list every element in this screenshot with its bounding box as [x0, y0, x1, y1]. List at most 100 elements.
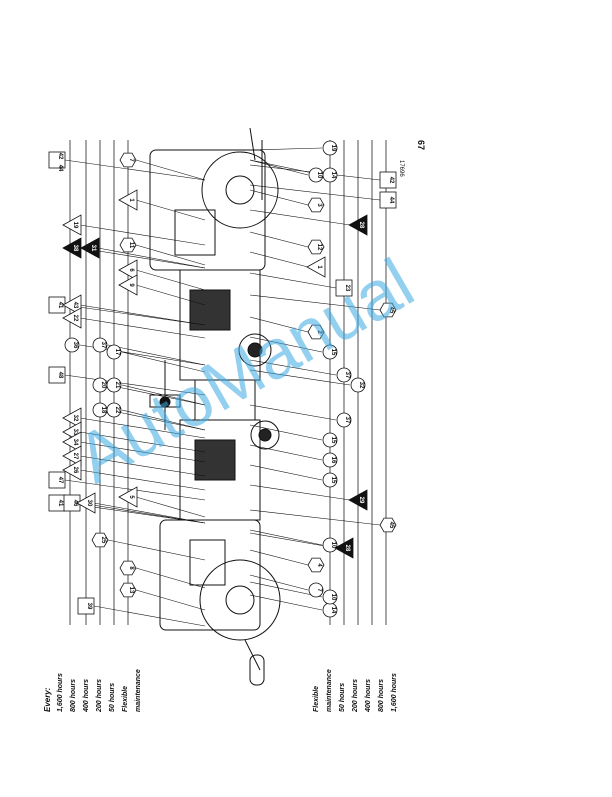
marker-label: 29 — [358, 497, 364, 504]
leader-line — [79, 304, 206, 326]
marker-label: 1 — [316, 265, 322, 269]
marker-label: 25 — [100, 537, 106, 544]
marker-circle: 10 — [322, 589, 338, 605]
marker-label: 36 — [72, 342, 78, 349]
leader-line — [249, 509, 381, 526]
marker-label: 42 — [57, 153, 63, 160]
triangle-shape — [348, 214, 368, 236]
leader-line — [249, 184, 381, 201]
right-legend-item: 400 hours — [365, 679, 372, 713]
leader-line — [64, 304, 206, 326]
triangle-shape — [118, 189, 138, 211]
triangle-shape — [80, 237, 100, 259]
left-legend-item: 800 hours — [70, 679, 77, 712]
leader-line — [107, 409, 206, 431]
marker-label: 20 — [100, 382, 106, 389]
leader-line — [79, 431, 206, 453]
marker-circle: 22 — [106, 402, 122, 418]
leader-line — [249, 336, 323, 353]
marker-label: 8 — [128, 566, 134, 570]
leader-line — [135, 567, 206, 589]
leader-line — [135, 269, 206, 291]
marker-square: 39 — [77, 597, 95, 615]
square-shape — [335, 279, 353, 297]
hexagon-shape — [307, 197, 325, 213]
marker-hexagon: 3 — [307, 197, 325, 213]
marker-label: 34 — [72, 439, 78, 446]
marker-label: 7 — [316, 588, 322, 592]
marker-label: 15 — [330, 437, 336, 444]
left-legend-item: Flexible — [122, 686, 129, 712]
marker-circle: 19 — [322, 140, 338, 156]
marker-circle: 15 — [322, 432, 338, 448]
leader-line — [249, 594, 323, 611]
right-legend-item: 200 hours — [352, 679, 359, 713]
marker-label: 23 — [344, 285, 350, 292]
marker-label: 6 — [128, 268, 134, 272]
marker-triangle: 9 — [118, 274, 138, 296]
circle-shape — [322, 167, 338, 183]
leader-line — [249, 581, 323, 598]
marker-label: 42 — [388, 177, 394, 184]
marker-label: 19 — [330, 145, 336, 152]
marker-label: 26 — [72, 467, 78, 474]
leader-line — [93, 605, 206, 627]
leader-line — [93, 502, 206, 524]
marker-hexagon: 11 — [119, 237, 137, 253]
marker-label: 11 — [128, 242, 134, 249]
marker-label: 14 — [330, 607, 336, 614]
marker-square: 47 — [48, 471, 66, 489]
marker-label: 10 — [330, 542, 336, 549]
hexagon-shape — [119, 560, 137, 576]
leader-line — [249, 532, 337, 549]
marker-circle: 36 — [64, 337, 80, 353]
marker-label: 14 — [330, 172, 336, 179]
marker-triangle-solid: 28 — [334, 537, 354, 559]
hexagon-shape — [91, 532, 109, 548]
marker-label: 41 — [57, 500, 63, 507]
marker-triangle: 5 — [118, 486, 138, 508]
marker-triangle: 30 — [76, 492, 96, 514]
marker-label: 30 — [86, 500, 92, 507]
leader-line — [79, 441, 206, 463]
marker-label: 22 — [114, 407, 120, 414]
marker-label: 44 — [388, 197, 394, 204]
leader-line — [107, 384, 206, 406]
marker-label: 15 — [330, 477, 336, 484]
marker-label: 45 — [388, 522, 394, 529]
leader-line — [107, 539, 206, 561]
leader-line — [79, 502, 206, 524]
marker-label: 10 — [330, 594, 336, 601]
triangle-shape — [62, 294, 82, 316]
marker-circle: 14 — [322, 167, 338, 183]
right-legend-item: 50 hours — [339, 683, 346, 712]
triangle-shape — [306, 256, 326, 278]
hexagon-shape — [379, 517, 397, 533]
circle-shape — [322, 344, 338, 360]
left-legend-item: 400 hours — [83, 679, 90, 713]
marker-label: 37 — [344, 372, 350, 379]
circle-shape — [322, 589, 338, 605]
left-legend-item: 50 hours — [109, 683, 116, 712]
marker-label: 19 — [72, 222, 78, 229]
marker-circle: 14 — [322, 602, 338, 618]
circle-shape — [322, 432, 338, 448]
marker-triangle: 27 — [62, 445, 82, 467]
circle-shape — [336, 412, 352, 428]
circle-shape — [322, 140, 338, 156]
leader-line — [249, 316, 309, 333]
leader-line — [121, 351, 206, 373]
marker-label: 47 — [57, 477, 63, 484]
leader-line — [135, 496, 206, 518]
square-shape — [48, 366, 66, 384]
marker-triangle: 26 — [62, 459, 82, 481]
marker-label: 46 — [72, 500, 78, 507]
circle-shape — [322, 452, 338, 468]
leader-line — [249, 549, 309, 566]
marker-label: 15 — [330, 349, 336, 356]
marker-label: 16 — [330, 457, 336, 464]
